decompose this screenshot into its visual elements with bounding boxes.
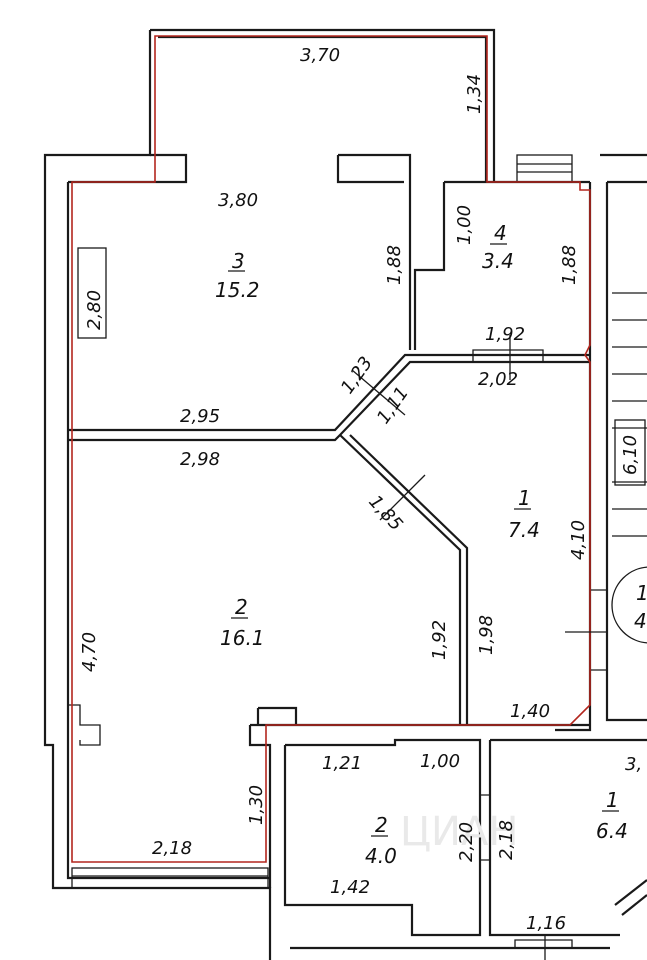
room-number: 3 — [232, 249, 245, 273]
dimension-label: 1,34 — [464, 74, 485, 114]
stairs — [611, 292, 647, 644]
dimension-label: 1,40 — [510, 701, 550, 722]
dimension-label: 2,80 — [84, 290, 105, 330]
dimension-ticks — [77, 247, 607, 960]
dimension-label: 6,10 — [620, 435, 641, 475]
dimension-label: 1,16 — [526, 913, 566, 934]
room-number: 4 — [494, 221, 507, 245]
dimension-label: 1,42 — [330, 877, 370, 898]
room-number: 2 — [375, 813, 388, 837]
room-number: 1 — [636, 581, 647, 605]
dimension-label: 3,80 — [218, 190, 258, 211]
room-area: 15.2 — [215, 278, 260, 302]
dimension-labels: 3,70 1,34 3,80 1,88 2,80 1,00 1,88 1,92 … — [79, 45, 642, 934]
dimension-label: 2,02 — [478, 369, 518, 390]
dimension-label: 2,95 — [180, 406, 220, 427]
dimension-label: 1,00 — [454, 205, 475, 245]
dimension-label: 1,88 — [384, 245, 405, 285]
interior-walls — [68, 349, 647, 950]
dimension-label: 2,18 — [152, 838, 192, 859]
dimension-label: 2,98 — [180, 449, 220, 470]
room-area: 4.0 — [365, 844, 397, 868]
dimension-label: 1,92 — [429, 620, 450, 660]
dimension-label: 1,11 — [373, 383, 413, 428]
dimension-label: 1,21 — [322, 753, 362, 774]
dimension-label: 1,00 — [420, 751, 460, 772]
dimension-label: 1,92 — [485, 324, 525, 345]
dimension-label: 3, — [625, 754, 642, 775]
room-number: 1 — [606, 788, 619, 812]
dimension-label: 1,98 — [476, 615, 497, 655]
room-area: 16.1 — [220, 626, 265, 650]
room-area: 4 — [634, 609, 647, 633]
dimension-label: 2,20 — [456, 822, 477, 862]
dimension-label: 1,88 — [559, 245, 580, 285]
room-area: 7.4 — [508, 518, 540, 542]
dimension-label: 1,85 — [364, 491, 406, 535]
room-number: 1 — [518, 486, 531, 510]
dimension-label: 2,18 — [496, 820, 517, 860]
dimension-label: 1,30 — [246, 785, 267, 825]
apartment-outline — [71, 35, 591, 863]
dimension-label: 3,70 — [300, 45, 340, 66]
watermark-text: ЦИАН — [400, 809, 518, 855]
room-area: 6.4 — [596, 819, 628, 843]
room-number: 2 — [235, 595, 248, 619]
dimension-label: 4,10 — [568, 520, 589, 560]
room-area: 3.4 — [482, 249, 514, 273]
room-labels: 3 15.2 4 3.4 1 7.4 2 16.1 2 4.0 1 6.4 1 … — [215, 221, 647, 868]
dimension-label: 4,70 — [79, 632, 100, 672]
exterior-walls — [43, 28, 647, 960]
